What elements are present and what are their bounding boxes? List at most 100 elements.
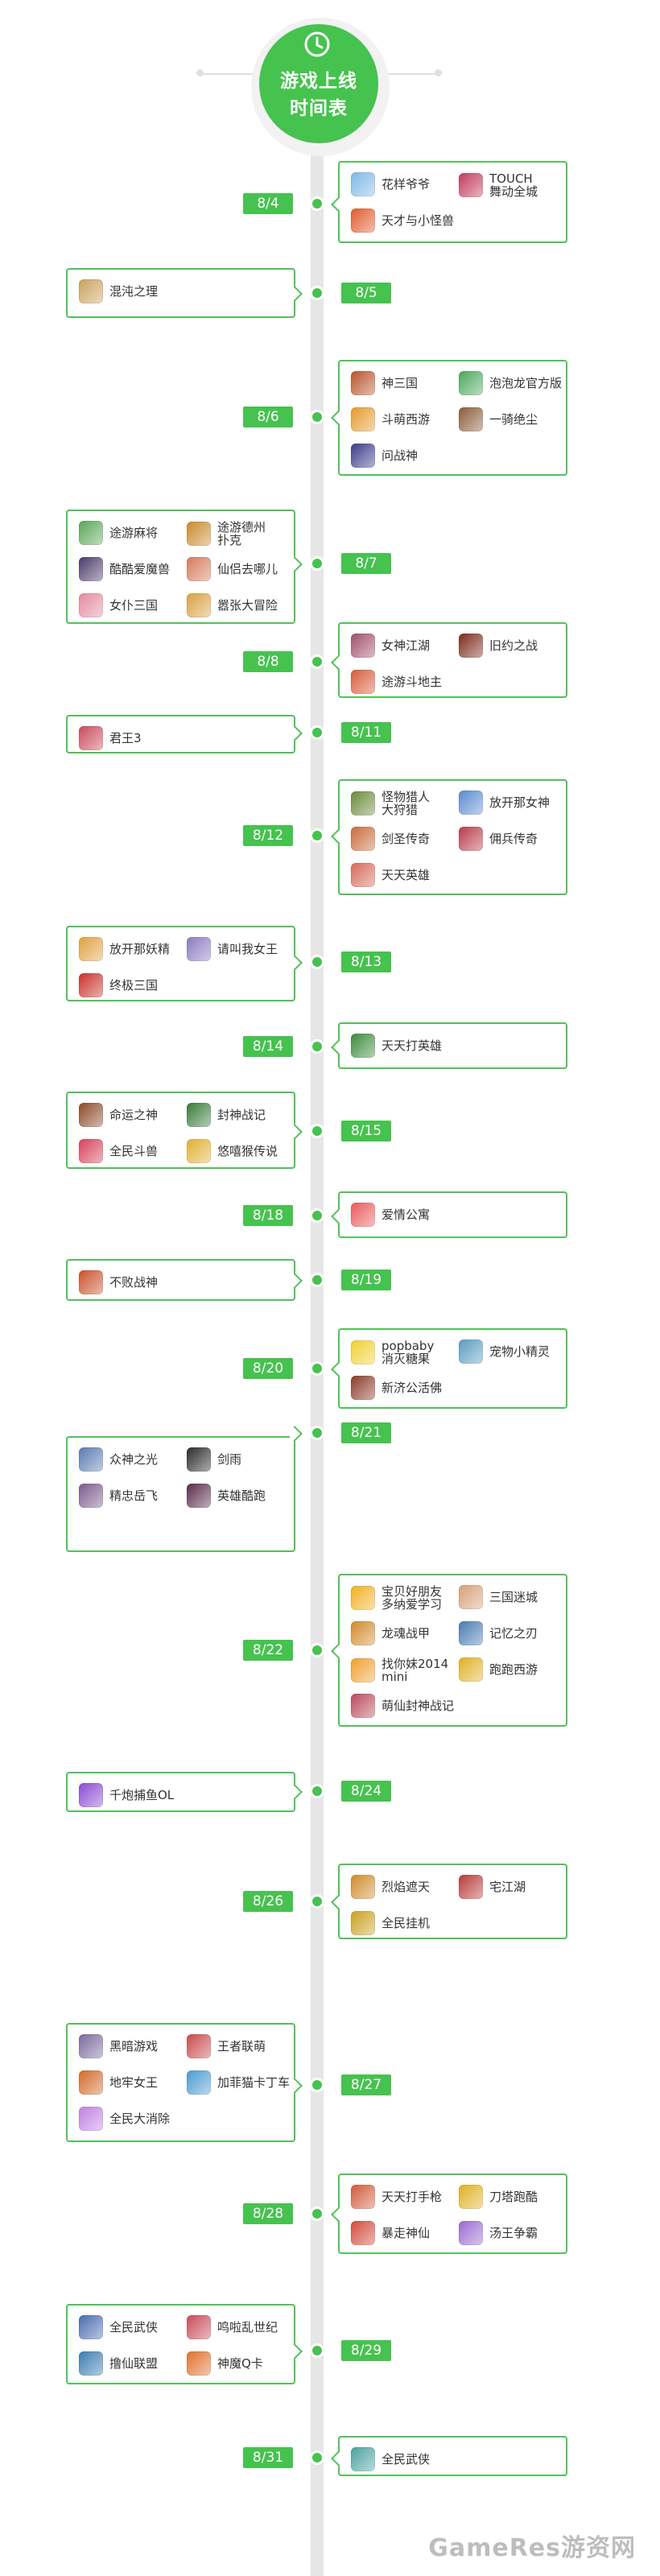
game-item[interactable]: 刀塔跑酷 <box>459 2185 571 2209</box>
game-item[interactable]: 途游斗地主 <box>351 670 464 694</box>
game-item[interactable]: 加菲猫卡丁车 <box>187 2070 299 2095</box>
game-name: 天才与小怪兽 <box>382 213 455 228</box>
game-item[interactable]: 新济公活佛 <box>351 1376 464 1400</box>
game-item[interactable]: 怪物猎人 大狩猎 <box>351 791 464 816</box>
game-item[interactable]: 宝贝好朋友 多纳爱学习 <box>351 1585 464 1611</box>
card-pointer <box>331 2207 347 2223</box>
game-item[interactable]: 途游德州 扑克 <box>187 521 299 547</box>
love-apartment-icon <box>351 1203 375 1227</box>
game-item[interactable]: 仙侣去哪儿 <box>187 557 299 581</box>
game-item[interactable]: 神三国 <box>351 371 464 395</box>
game-item[interactable]: 旧约之战 <box>459 634 571 658</box>
game-item[interactable]: 剑圣传奇 <box>351 827 464 851</box>
game-item[interactable]: 请叫我女王 <box>187 937 299 961</box>
game-name: 全民武侠 <box>382 2452 431 2467</box>
game-item[interactable]: 女仆三国 <box>79 593 192 617</box>
game-item[interactable]: 命运之神 <box>79 1103 192 1127</box>
game-item[interactable]: 千炮捕鱼OL <box>79 1783 192 1807</box>
dragon-armor-icon <box>351 1621 375 1645</box>
all-beast-fight-icon <box>79 1139 103 1163</box>
genius-monster-icon <box>351 208 375 233</box>
all-wuxia-icon <box>79 2315 103 2339</box>
game-name: 全民大消除 <box>109 2112 171 2126</box>
timeline-node <box>310 1426 324 1440</box>
game-item[interactable]: 放开那妖精 <box>79 937 192 961</box>
game-item[interactable]: 不败战神 <box>79 1270 192 1294</box>
game-item[interactable]: 爱情公寓 <box>351 1203 464 1227</box>
game-item[interactable]: 君王3 <box>79 726 192 750</box>
card-pointer <box>331 654 347 671</box>
date-label: 8/27 <box>341 2074 391 2095</box>
game-item[interactable]: 暴走神仙 <box>351 2221 464 2245</box>
game-item[interactable]: 黑暗游戏 <box>79 2034 192 2058</box>
release-card: 黑暗游戏王者联萌地牢女王加菲猫卡丁车全民大消除 <box>66 2023 303 2142</box>
game-item[interactable]: 天天打手枪 <box>351 2185 464 2209</box>
monster-hunter-icon <box>351 791 375 815</box>
header-divider-dot-left <box>196 69 204 76</box>
game-item[interactable]: 全民武侠 <box>351 2447 464 2471</box>
game-name: 悠嘻猴传说 <box>217 1144 278 1158</box>
dona-learn-icon <box>351 1586 375 1610</box>
game-item[interactable]: 全民大消除 <box>79 2107 192 2131</box>
game-item[interactable]: 全民挂机 <box>351 1911 464 1935</box>
game-name: 命运之神 <box>109 1108 159 1122</box>
game-item[interactable]: 萌仙封神战记 <box>351 1694 464 1718</box>
game-item[interactable]: 途游麻将 <box>79 521 192 545</box>
game-name: 不败战神 <box>109 1275 159 1290</box>
game-name: 鸣啦乱世纪 <box>217 2320 278 2334</box>
game-item[interactable]: 花样爷爷 <box>351 172 464 196</box>
game-item[interactable]: 天天英雄 <box>351 863 464 887</box>
game-item[interactable]: 全民武侠 <box>79 2315 192 2339</box>
date-label: 8/26 <box>243 1891 293 1912</box>
game-item[interactable]: 英雄酷跑 <box>187 1484 299 1508</box>
game-name: 三国迷城 <box>489 1590 538 1604</box>
game-name: 全民斗兽 <box>109 1144 159 1158</box>
timeline-node <box>310 828 324 843</box>
game-item[interactable]: 精忠岳飞 <box>79 1484 192 1508</box>
game-item[interactable]: 终极三国 <box>79 973 192 997</box>
game-item[interactable]: 女神江湖 <box>351 634 464 658</box>
game-name: 宅江湖 <box>489 1880 526 1894</box>
date-label: 8/7 <box>341 553 391 574</box>
game-item[interactable]: 悠嘻猴传说 <box>187 1139 299 1163</box>
game-item[interactable]: 剑雨 <box>187 1447 299 1472</box>
game-item[interactable]: 天才与小怪兽 <box>351 208 464 233</box>
game-item[interactable]: 三国迷城 <box>459 1585 571 1609</box>
release-card: 天天打英雄 <box>331 1022 567 1069</box>
game-name: popbaby 消灭糖果 <box>382 1339 435 1366</box>
game-item[interactable]: 宅江湖 <box>459 1875 571 1899</box>
card-pointer <box>331 1361 347 1377</box>
game-item[interactable]: popbaby 消灭糖果 <box>351 1340 464 1365</box>
timeline-node <box>310 1039 324 1054</box>
game-item[interactable]: 泡泡龙官方版 <box>459 371 571 395</box>
game-item[interactable]: 记忆之刃 <box>459 1621 571 1645</box>
game-item[interactable]: 一骑绝尘 <box>459 407 571 431</box>
game-item[interactable]: 封神战记 <box>187 1103 299 1127</box>
game-item[interactable]: 问战神 <box>351 444 464 468</box>
game-item[interactable]: 混沌之理 <box>79 279 192 303</box>
popbaby-icon <box>351 1340 375 1364</box>
game-item[interactable]: 王者联萌 <box>187 2034 299 2058</box>
game-item[interactable]: 汤王争霸 <box>459 2221 571 2245</box>
game-item[interactable]: 龙魂战甲 <box>351 1621 464 1645</box>
game-item[interactable]: 放开那女神 <box>459 791 571 815</box>
game-item[interactable]: 跑跑西游 <box>459 1657 571 1682</box>
game-item[interactable]: 众神之光 <box>79 1447 192 1472</box>
game-item[interactable]: 酷酷爱魔兽 <box>79 557 192 581</box>
game-item[interactable]: 宠物小精灵 <box>459 1340 571 1364</box>
game-item[interactable]: 撸仙联盟 <box>79 2351 192 2376</box>
game-item[interactable]: 天天打英雄 <box>351 1034 464 1058</box>
game-item[interactable]: 神魔Q卡 <box>187 2351 299 2376</box>
game-item[interactable]: 烈焰遮天 <box>351 1875 464 1899</box>
game-item[interactable]: 找你妹2014 mini <box>351 1657 464 1683</box>
game-name: 嚣张大冒险 <box>217 598 278 613</box>
game-item[interactable]: 全民斗兽 <box>79 1139 192 1163</box>
timeline-node <box>310 654 324 669</box>
game-name: 放开那妖精 <box>109 942 171 956</box>
game-item[interactable]: 鸣啦乱世纪 <box>187 2315 299 2339</box>
game-item[interactable]: 佣兵传奇 <box>459 827 571 851</box>
game-item[interactable]: TOUCH 舞动全城 <box>459 172 571 198</box>
game-item[interactable]: 地牢女王 <box>79 2070 192 2095</box>
game-item[interactable]: 斗萌西游 <box>351 407 464 431</box>
game-item[interactable]: 嚣张大冒险 <box>187 593 299 617</box>
